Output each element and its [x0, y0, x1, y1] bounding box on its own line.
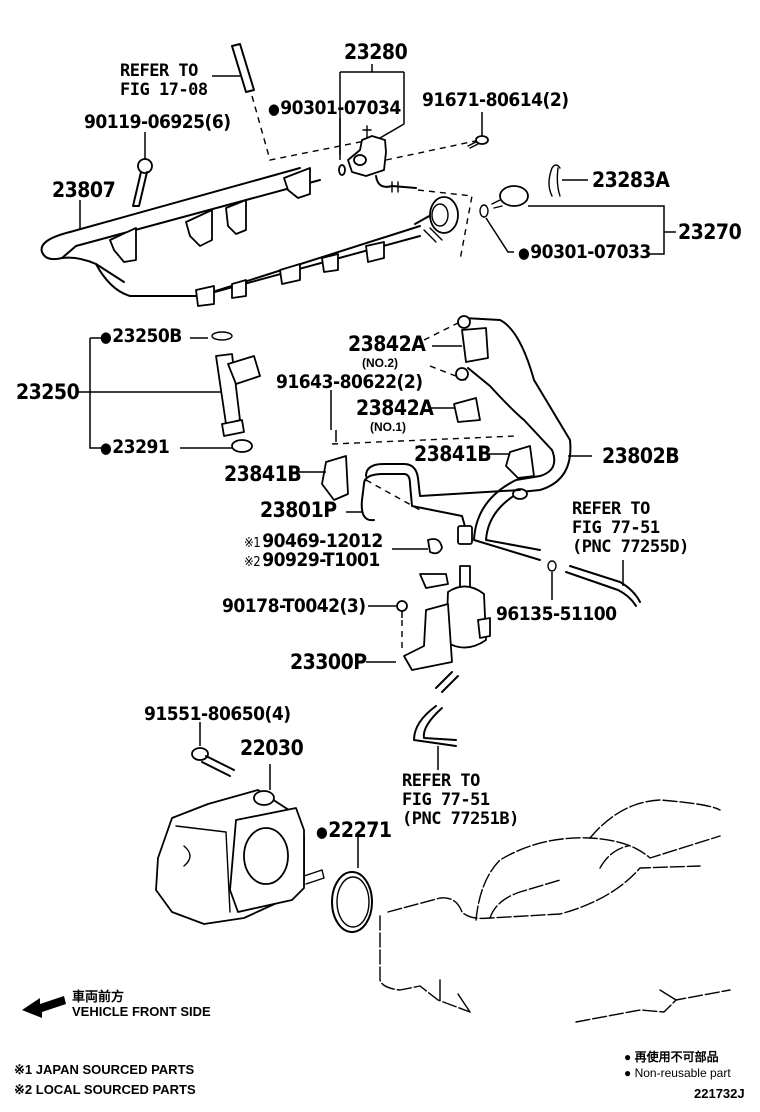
fuel-filter-23300P — [366, 565, 491, 693]
hose-77251B — [413, 705, 457, 770]
part-label-90301-07033[interactable]: 90301-07033 — [518, 242, 651, 263]
part-label-23250[interactable]: 23250 — [16, 380, 80, 404]
injector-group — [76, 331, 261, 453]
reference-fig-17-08[interactable]: REFER TO FIG 17-08 — [120, 61, 208, 100]
gasket-22271 — [331, 836, 373, 933]
part-label-23283A[interactable]: 23283A — [592, 168, 670, 192]
leader-23280 — [339, 64, 405, 160]
screw-90178 — [368, 600, 408, 612]
part-number: 90301-07034 — [280, 97, 401, 119]
part-label-90178-T0042[interactable]: 90178-T0042(3) — [222, 595, 366, 617]
part-label-23842A-no1[interactable]: 23842A — [356, 396, 434, 420]
bullet-icon: ● — [624, 1066, 632, 1080]
hose-clip — [392, 538, 443, 555]
footnote-text: JAPAN SOURCED PARTS — [35, 1062, 195, 1077]
part-label-96135-51100[interactable]: 96135-51100 — [496, 603, 617, 625]
part-label-23807[interactable]: 23807 — [52, 178, 116, 202]
part-label-23280[interactable]: 23280 — [344, 40, 408, 64]
direction-label-jp: 車両前方 — [72, 989, 125, 1004]
part-number: 90301-07033 — [530, 241, 651, 263]
throttle-body — [155, 764, 325, 925]
legend-text: Non-reusable part — [634, 1066, 731, 1080]
bolt-91551-80650 — [191, 722, 235, 777]
part-number: 23250B — [112, 325, 182, 347]
footnote-2: ※2 LOCAL SOURCED PARTS — [14, 1082, 196, 1098]
part-label-23250B[interactable]: 23250B — [100, 326, 182, 347]
footnote-mark: ※2 — [14, 1082, 33, 1097]
fuel-hose-23802B — [423, 315, 592, 561]
part-sub-no1: (NO.1) — [370, 420, 406, 434]
part-label-23842A-no2[interactable]: 23842A — [348, 332, 426, 356]
footnote-mark-1: ※1 — [244, 536, 261, 551]
bolt-90119-06925 — [132, 132, 153, 207]
part-label-23801P[interactable]: 23801P — [260, 498, 337, 522]
direction-label-en: VEHICLE FRONT SIDE — [72, 1004, 211, 1019]
part-label-90301-07034[interactable]: 90301-07034 — [268, 98, 401, 119]
fuel-rail — [40, 167, 459, 307]
part-label-23841B-left[interactable]: 23841B — [224, 462, 302, 486]
bolt-91671-80614 — [467, 112, 489, 149]
footnote-text: LOCAL SOURCED PARTS — [35, 1082, 196, 1097]
part-label-22271[interactable]: 22271 — [316, 820, 392, 842]
footnote-mark-2: ※2 — [244, 555, 261, 570]
part-label-91643-80622[interactable]: 91643-80622(2) — [276, 371, 423, 393]
part-label-91671-80614[interactable]: 91671-80614(2) — [422, 89, 569, 111]
bullet-icon: ● — [624, 1050, 632, 1064]
part-label-23300P[interactable]: 23300P — [290, 650, 367, 674]
part-number: 23291 — [112, 436, 170, 458]
part-label-23841B-right[interactable]: 23841B — [414, 442, 492, 466]
legend-non-reusable-jp: ● 再使用不可部品 — [624, 1048, 719, 1065]
part-sub-no2: (NO.2) — [362, 356, 398, 370]
return-hose — [547, 560, 641, 607]
pressure-regulator — [338, 125, 481, 261]
part-label-91551-80650[interactable]: 91551-80650(4) — [144, 703, 291, 725]
part-label-90119-06925[interactable]: 90119-06925(6) — [84, 111, 231, 133]
part-label-23802B[interactable]: 23802B — [602, 444, 680, 468]
reference-fig-77-51-77255D[interactable]: REFER TO FIG 77-51 (PNC 77255D) — [572, 499, 689, 557]
part-label-22030[interactable]: 22030 — [240, 736, 304, 760]
legend-text: 再使用不可部品 — [634, 1050, 719, 1064]
part-label-23270[interactable]: 23270 — [678, 220, 742, 244]
figure-id: 221732J — [694, 1086, 745, 1101]
reference-fig-77-51-77251B[interactable]: REFER TO FIG 77-51 (PNC 77251B) — [402, 771, 519, 829]
footnote-mark: ※1 — [14, 1062, 33, 1077]
legend-non-reusable-en: ● Non-reusable part — [624, 1066, 731, 1080]
part-number: 90469-12012 — [262, 530, 383, 552]
part-number: 90929-T1001 — [262, 549, 380, 571]
tube-ref-17-08 — [212, 43, 381, 161]
intake-manifold-phantom — [379, 799, 731, 1023]
vehicle-front-arrow-icon — [22, 996, 66, 1018]
part-label-23291[interactable]: 23291 — [100, 437, 169, 458]
footnote-1: ※1 JAPAN SOURCED PARTS — [14, 1062, 194, 1078]
fuel-pipe-23801P — [298, 390, 535, 545]
part-number: 22271 — [328, 818, 392, 842]
pulsation-damper — [479, 164, 676, 255]
